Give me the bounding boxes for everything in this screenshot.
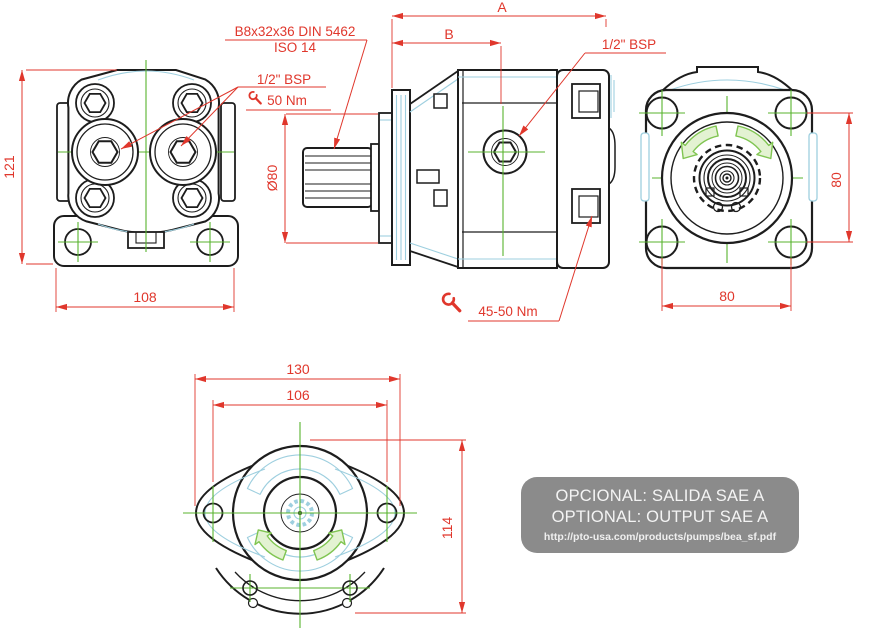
side-port-boss-top — [571, 83, 601, 119]
side-port-boss-bottom — [571, 188, 601, 224]
dim-bottom-bolt-spacing: 106 — [286, 387, 310, 403]
front-bolt-top-left — [75, 83, 115, 123]
front-view: 121 108 1/2" BSP 50 Nm — [1, 60, 331, 312]
rotation-arrow-ccw — [680, 125, 719, 160]
side-view: A B Ø80 B8x32x36 DIN 5462 ISO 14 1/2" BS… — [225, 0, 666, 322]
dim-flange-to-port: B — [444, 26, 453, 42]
note-box: OPCIONAL: SALIDA SAE A OPTIONAL: OUTPUT … — [521, 477, 799, 553]
dim-front-width: 108 — [133, 289, 157, 305]
dim-rear-horizontal: 80 — [719, 288, 735, 304]
dim-bottom-height: 114 — [439, 517, 455, 540]
rotation-arrow-ccw — [254, 529, 287, 561]
dim-bottom-width: 130 — [286, 361, 310, 377]
rotation-arrow-cw — [313, 529, 346, 561]
dim-pilot-diameter: Ø80 — [264, 165, 280, 192]
spline-spec-label: B8x32x36 DIN 5462 — [235, 24, 356, 39]
front-port-left — [71, 118, 139, 186]
rear-view: 80 80 — [639, 66, 853, 311]
rear-top-cap — [659, 66, 796, 92]
dim-overall-length: A — [497, 0, 507, 15]
note-url: http://pto-usa.com/products/pumps/bea_sf… — [543, 531, 777, 543]
side-port-label: 1/2" BSP — [602, 37, 656, 52]
note-line-english: OPTIONAL: OUTPUT SAE A — [551, 508, 769, 526]
wrench-icon — [441, 292, 462, 313]
front-port-label: 1/2" BSP — [257, 72, 311, 87]
front-port-torque-label: 50 Nm — [267, 93, 307, 108]
bottom-view-sae-a: 130 106 114 — [183, 361, 466, 628]
wrench-icon — [248, 90, 262, 105]
dim-front-height: 121 — [1, 155, 17, 179]
dim-rear-vertical: 80 — [828, 172, 844, 188]
spline-standard-label: ISO 14 — [274, 40, 317, 55]
rotation-arrow-cw — [735, 125, 774, 160]
side-pilot-neck — [378, 112, 393, 244]
rear-spline-hub — [692, 143, 762, 213]
rear-bolt-torque-label: 45-50 Nm — [478, 304, 537, 319]
front-bolt-top-right — [172, 83, 212, 123]
note-line-spanish: OPCIONAL: SALIDA SAE A — [555, 487, 765, 505]
